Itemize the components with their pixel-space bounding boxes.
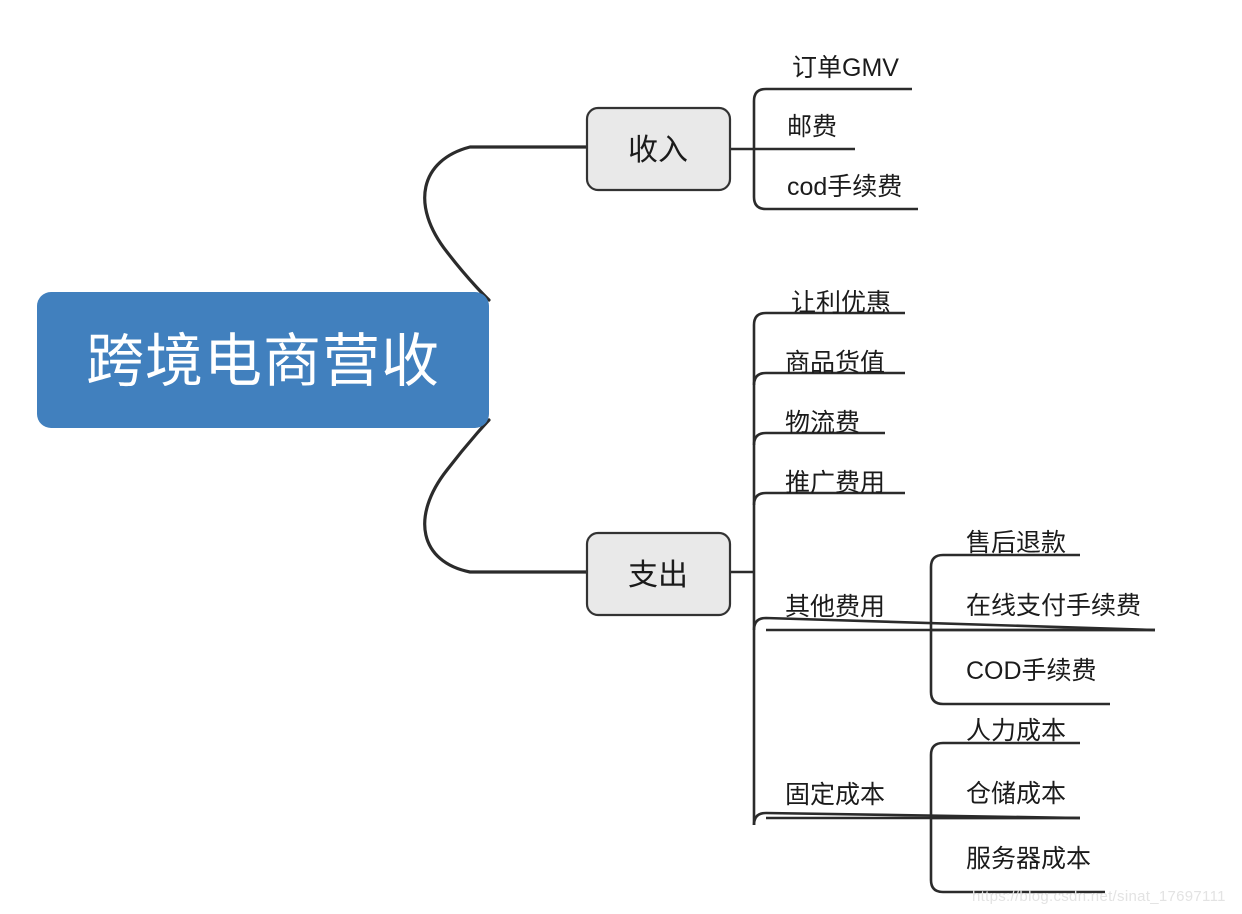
root-node[interactable]: 跨境电商营收 xyxy=(37,292,489,428)
connector-other-leaf-3 xyxy=(929,691,1110,706)
connector-other-leaf-1 xyxy=(929,553,1080,568)
leaf-income-shipping-fee[interactable]: 邮费 xyxy=(787,113,837,141)
connector-expense-leaf-3 xyxy=(752,431,885,446)
branch-node-income[interactable]: 收入 xyxy=(585,106,732,192)
watermark-text: https://blog.csdn.net/sinat_17697111 xyxy=(972,888,1226,905)
leaf-expense-promotion-fee[interactable]: 推广费用 xyxy=(785,469,885,497)
connector-expense-leaf-2 xyxy=(752,371,905,386)
connector-income-leaf-3 xyxy=(752,196,918,211)
branch-node-income-label: 收入 xyxy=(628,134,688,167)
leaf-expense-fixed-cost[interactable]: 固定成本 xyxy=(785,781,885,809)
leaf-expense-goods-value[interactable]: 商品货值 xyxy=(785,349,885,377)
leaf-other-online-payment-fee[interactable]: 在线支付手续费 xyxy=(966,592,1141,620)
root-node-shape xyxy=(37,292,489,428)
leaf-income-order-gmv[interactable]: 订单GMV xyxy=(792,54,899,82)
branch-node-expense-shape xyxy=(585,531,732,617)
connector-expense-leaf-4 xyxy=(752,491,905,506)
branch-node-expense[interactable]: 支出 xyxy=(585,531,732,617)
leaf-expense-other-fee[interactable]: 其他费用 xyxy=(785,593,885,621)
connector-expense-leaf-1 xyxy=(752,311,905,326)
leaf-fixed-warehouse-cost[interactable]: 仓储成本 xyxy=(966,780,1066,808)
leaf-expense-logistics-fee[interactable]: 物流费 xyxy=(785,409,860,437)
connector-root-to-expense xyxy=(423,418,588,574)
connector-root-to-income xyxy=(423,145,588,302)
connector-fixed-leaf-3 xyxy=(929,879,1105,894)
leaf-expense-discount[interactable]: 让利优惠 xyxy=(791,289,891,317)
leaf-fixed-server-cost[interactable]: 服务器成本 xyxy=(966,845,1091,873)
leaf-fixed-labor-cost[interactable]: 人力成本 xyxy=(966,717,1066,745)
connector-expense-leaf-6 xyxy=(752,811,1081,826)
connector-expense-leaf-5 xyxy=(752,616,1156,632)
connector-income-leaf-1 xyxy=(752,87,912,102)
leaf-income-cod-fee[interactable]: cod手续费 xyxy=(787,173,902,201)
leaf-other-cod-fee[interactable]: COD手续费 xyxy=(966,657,1097,685)
branch-node-expense-label: 支出 xyxy=(628,559,688,592)
connector-fixed-leaf-1 xyxy=(929,741,1080,756)
branch-node-income-shape xyxy=(585,106,732,192)
root-node-label: 跨境电商营收 xyxy=(86,329,440,394)
leaf-other-after-sales-refund[interactable]: 售后退款 xyxy=(966,529,1066,557)
